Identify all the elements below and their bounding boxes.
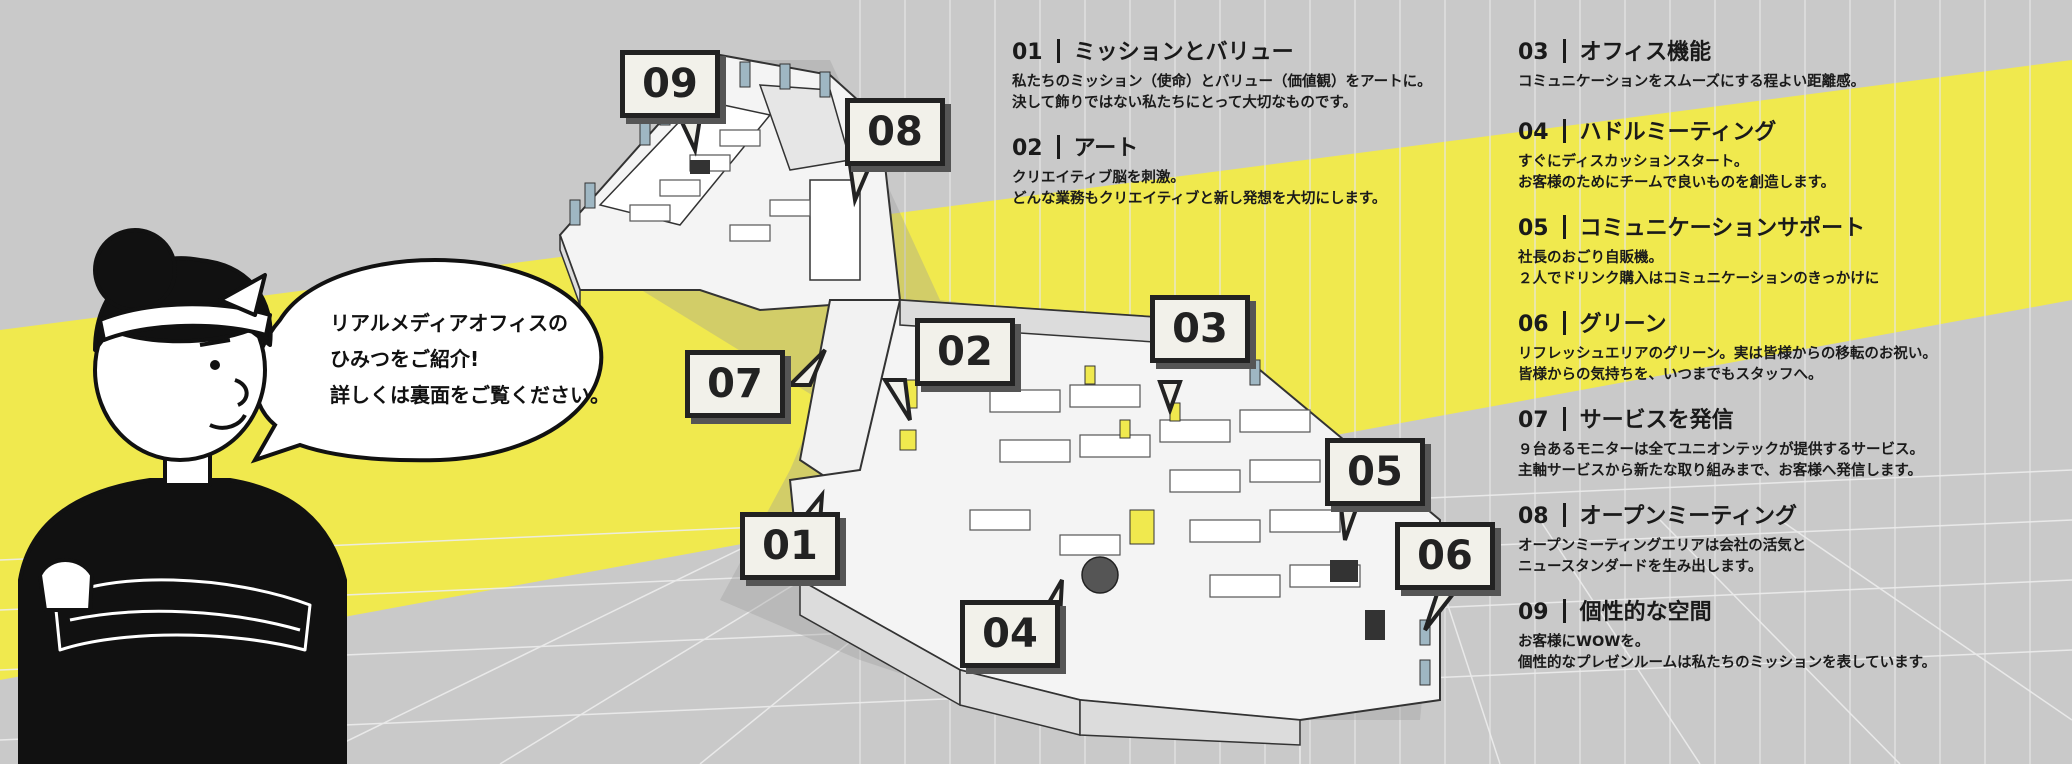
item-05-title: コミュニケーションサポート [1579, 216, 1866, 241]
item-02-line-2: どんな業務もクリエイティブと新し発想を大切にします。 [1012, 191, 1387, 207]
item-08-number: 08 [1518, 504, 1549, 529]
marker-08[interactable]: 08 [845, 98, 945, 166]
item-03-heading: 03 オフィス機能 [1518, 38, 1937, 68]
item-09-number: 09 [1518, 600, 1549, 625]
item-07-line-1: ９台あるモニターは全てユニオンテックが提供するサービス。 [1518, 442, 1924, 458]
marker-06[interactable]: 06 [1395, 522, 1495, 590]
description-column-right: 03 オフィス機能 コミュニケーションをスムーズにする程よい距離感。 04 ハドルミ… [1518, 38, 1937, 694]
item-07-number: 07 [1518, 408, 1549, 433]
marker-07[interactable]: 07 [685, 350, 785, 418]
item-03: 03 オフィス機能 コミュニケーションをスムーズにする程よい距離感。 [1518, 38, 1937, 93]
bubble-line-3: 詳しくは裏面をご覧ください。 [330, 383, 610, 407]
item-01-body: 私たちのミッション（使命）とバリュー（価値観）をアートに。 決して飾りではない私… [1012, 72, 1432, 114]
item-01-line-2: 決して飾りではない私たちにとって大切なものです。 [1012, 95, 1357, 111]
item-01-number: 01 [1012, 40, 1043, 65]
item-05-body: 社長のおごり自販機。 ２人でドリンク購入はコミュニケーションのきっかけに [1518, 248, 1937, 290]
item-08-heading: 08 オープンミーティング [1518, 502, 1937, 532]
marker-09[interactable]: 09 [620, 50, 720, 118]
item-07-line-2: 主軸サービスから新たな取り組みまで、お客様へ発信します。 [1518, 463, 1922, 479]
item-09: 09 個性的な空間 お客様にWOWを。 個性的なプレゼンルームは私たちのミッション… [1518, 598, 1937, 674]
item-08-line-2: ニュースタンダードを生み出します。 [1518, 559, 1763, 575]
marker-03[interactable]: 03 [1150, 295, 1250, 363]
item-07: 07 サービスを発信 ９台あるモニターは全てユニオンテックが提供するサービス。 主… [1518, 406, 1937, 482]
item-04-number: 04 [1518, 120, 1549, 145]
item-04-body: すぐにディスカッションスタート。 お客様のためにチームで良いものを創造します。 [1518, 152, 1937, 194]
item-06-title: グリーン [1579, 312, 1667, 337]
item-05-line-2: ２人でドリンク購入はコミュニケーションのきっかけに [1518, 271, 1880, 287]
item-03-body: コミュニケーションをスムーズにする程よい距離感。 [1518, 72, 1937, 93]
item-02-number: 02 [1012, 136, 1043, 161]
item-02-line-1: クリエイティブ脳を刺激。 [1012, 170, 1185, 186]
character-illustration [18, 228, 347, 764]
item-06: 06 グリーン リフレッシュエリアのグリーン。実は皆様からの移転のお祝い。 皆様か… [1518, 310, 1937, 386]
speech-bubble-text: リアルメディアオフィスの ひみつをご紹介! 詳しくは裏面をご覧ください。 [330, 305, 630, 413]
description-column-left: 01 ミッションとバリュー 私たちのミッション（使命）とバリュー（価値観）をアート… [1012, 38, 1432, 230]
item-01-line-1: 私たちのミッション（使命）とバリュー（価値観）をアートに。 [1012, 74, 1432, 90]
item-08: 08 オープンミーティング オープンミーティングエリアは会社の活気と ニュースタン… [1518, 502, 1937, 578]
marker-01[interactable]: 01 [740, 512, 840, 580]
item-07-title: サービスを発信 [1579, 408, 1734, 433]
item-07-body: ９台あるモニターは全てユニオンテックが提供するサービス。 主軸サービスから新たな… [1518, 440, 1937, 482]
item-06-heading: 06 グリーン [1518, 310, 1937, 340]
item-06-number: 06 [1518, 312, 1549, 337]
item-06-line-2: 皆様からの気持ちを、いつまでもスタッフへ。 [1518, 367, 1823, 383]
item-06-body: リフレッシュエリアのグリーン。実は皆様からの移転のお祝い。 皆様からの気持ちを、… [1518, 344, 1937, 386]
item-01: 01 ミッションとバリュー 私たちのミッション（使命）とバリュー（価値観）をアート… [1012, 38, 1432, 114]
speech-bubble [250, 258, 604, 464]
item-02-body: クリエイティブ脳を刺激。 どんな業務もクリエイティブと新し発想を大切にします。 [1012, 168, 1432, 210]
marker-02[interactable]: 02 [915, 318, 1015, 386]
item-05: 05 コミュニケーションサポート 社長のおごり自販機。 ２人でドリンク購入はコミュ… [1518, 214, 1937, 290]
item-04-heading: 04 ハドルミーティング [1518, 118, 1937, 148]
item-03-number: 03 [1518, 40, 1549, 65]
item-03-line-1: コミュニケーションをスムーズにする程よい距離感。 [1518, 74, 1866, 90]
item-03-title: オフィス機能 [1579, 40, 1712, 65]
item-04-title: ハドルミーティング [1579, 120, 1777, 145]
item-02-title: アート [1073, 136, 1139, 161]
item-08-body: オープンミーティングエリアは会社の活気と ニュースタンダードを生み出します。 [1518, 536, 1937, 578]
item-05-number: 05 [1518, 216, 1549, 241]
item-07-heading: 07 サービスを発信 [1518, 406, 1937, 436]
bubble-line-1: リアルメディアオフィスの [330, 311, 568, 335]
item-09-title: 個性的な空間 [1579, 600, 1712, 625]
item-04-line-1: すぐにディスカッションスタート。 [1518, 154, 1749, 170]
item-02: 02 アート クリエイティブ脳を刺激。 どんな業務もクリエイティブと新し発想を大切… [1012, 134, 1432, 210]
item-05-line-1: 社長のおごり自販機。 [1518, 250, 1663, 266]
marker-04[interactable]: 04 [960, 600, 1060, 668]
item-01-heading: 01 ミッションとバリュー [1012, 38, 1432, 68]
marker-05[interactable]: 05 [1325, 438, 1425, 506]
item-04-line-2: お客様のためにチームで良いものを創造します。 [1518, 175, 1836, 191]
item-08-line-1: オープンミーティングエリアは会社の活気と [1518, 538, 1807, 554]
item-08-title: オープンミーティング [1579, 504, 1797, 529]
bubble-line-2: ひみつをご紹介! [330, 347, 480, 371]
item-06-line-1: リフレッシュエリアのグリーン。実は皆様からの移転のお祝い。 [1518, 346, 1937, 362]
item-01-title: ミッションとバリュー [1073, 40, 1294, 65]
item-09-line-1: お客様にWOWを。 [1518, 634, 1650, 650]
item-05-heading: 05 コミュニケーションサポート [1518, 214, 1937, 244]
item-02-heading: 02 アート [1012, 134, 1432, 164]
item-09-line-2: 個性的なプレゼンルームは私たちのミッションを表しています。 [1518, 655, 1937, 671]
office-floorplan [558, 53, 1441, 746]
item-09-body: お客様にWOWを。 個性的なプレゼンルームは私たちのミッションを表しています。 [1518, 632, 1937, 674]
item-04: 04 ハドルミーティング すぐにディスカッションスタート。 お客様のためにチームで… [1518, 118, 1937, 194]
item-09-heading: 09 個性的な空間 [1518, 598, 1937, 628]
